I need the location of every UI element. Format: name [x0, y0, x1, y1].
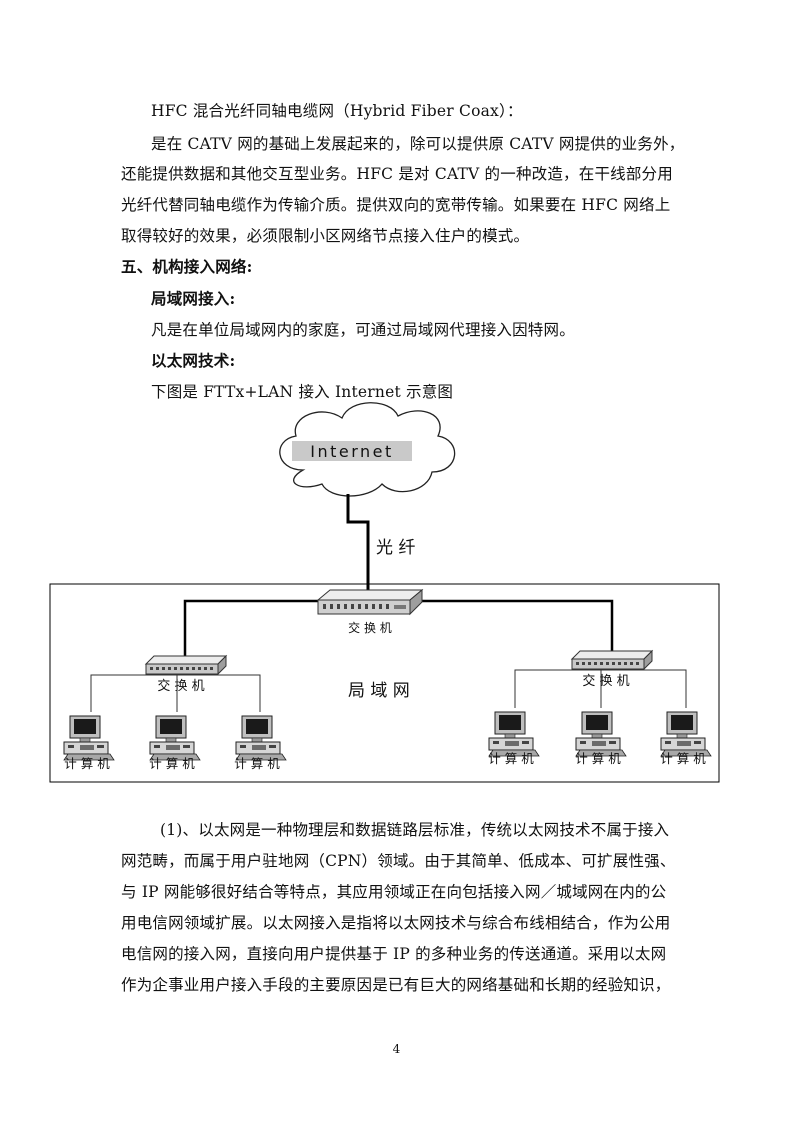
subsection-heading-ethernet: 以太网技术: [151, 351, 236, 370]
right-switch-label: 交 换 机 [582, 673, 629, 689]
main-switch [316, 588, 424, 616]
computer-label: 计 算 机 [64, 756, 110, 771]
computer-2 [149, 715, 201, 761]
hfc-heading: HFC 混合光纤同轴电缆网（Hybrid Fiber Coax）： [151, 102, 523, 120]
computer-label: 计 算 机 [234, 756, 280, 771]
computer-label: 计 算 机 [488, 751, 534, 766]
paragraph-line: 取得较好的效果，必须限制小区网络节点接入住户的模式。 [121, 227, 530, 245]
section-heading: 五、机构接入网络: [121, 257, 253, 276]
lan-boundary [49, 583, 720, 783]
computer-label: 计 算 机 [575, 751, 621, 766]
computer-4 [488, 711, 540, 757]
paragraph-line: (1)、以太网是一种物理层和数据链路层标准，传统以太网技术不属于接入 [160, 821, 670, 839]
paragraph-line: 与 IP 网能够很好结合等特点，其应用领域正在向包括接入网／城域网在内的公 [121, 883, 667, 901]
right-switch [571, 650, 653, 670]
computer-6 [660, 711, 712, 757]
left-switch [145, 655, 227, 675]
paragraph-line: 光纤代替同轴电缆作为传输介质。提供双向的宽带传输。如果要在 HFC 网络上 [121, 196, 671, 214]
computer-label: 计 算 机 [660, 751, 706, 766]
paragraph-line: 电信网的接入网，直接向用户提供基于 IP 的多种业务的传送通道。采用以太网 [121, 945, 667, 963]
paragraph-line: 凡是在单位局域网内的家庭，可通过局域网代理接入因特网。 [151, 321, 575, 339]
paragraph-line: 是在 CATV 网的基础上发展起来的，除可以提供原 CATV 网提供的业务外， [151, 135, 685, 153]
left-switch-label: 交 换 机 [157, 678, 204, 694]
internet-cloud: Internet [279, 402, 456, 497]
internet-label: Internet [310, 442, 394, 461]
network-diagram: Internet 光 纤 局 域 网 交 换 机 交 换 机 交 换 机 [49, 402, 720, 783]
computer-3 [235, 715, 287, 761]
computer-label: 计 算 机 [149, 756, 195, 771]
fiber-label: 光 纤 [376, 538, 415, 558]
figure-caption: 下图是 FTTx+LAN 接入 Internet 示意图 [151, 383, 454, 401]
computer-5 [575, 711, 627, 757]
computer-1 [63, 715, 115, 761]
page-number: 4 [392, 1042, 401, 1056]
main-switch-label: 交 换 机 [348, 620, 392, 635]
paragraph-line: 作为企事业用户接入手段的主要原因是已有巨大的网络基础和长期的经验知识， [121, 976, 671, 994]
paragraph-line: 还能提供数据和其他交互型业务。HFC 是对 CATV 的一种改造，在干线部分用 [121, 165, 673, 183]
subsection-heading-lan: 局域网接入: [151, 289, 236, 308]
paragraph-line: 网范畴，而属于用户驻地网（CPN）领域。由于其简单、低成本、可扩展性强、 [121, 852, 676, 870]
lan-label: 局 域 网 [348, 681, 410, 701]
paragraph-line: 用电信网领域扩展。以太网接入是指将以太网技术与综合布线相结合，作为公用 [121, 914, 671, 932]
